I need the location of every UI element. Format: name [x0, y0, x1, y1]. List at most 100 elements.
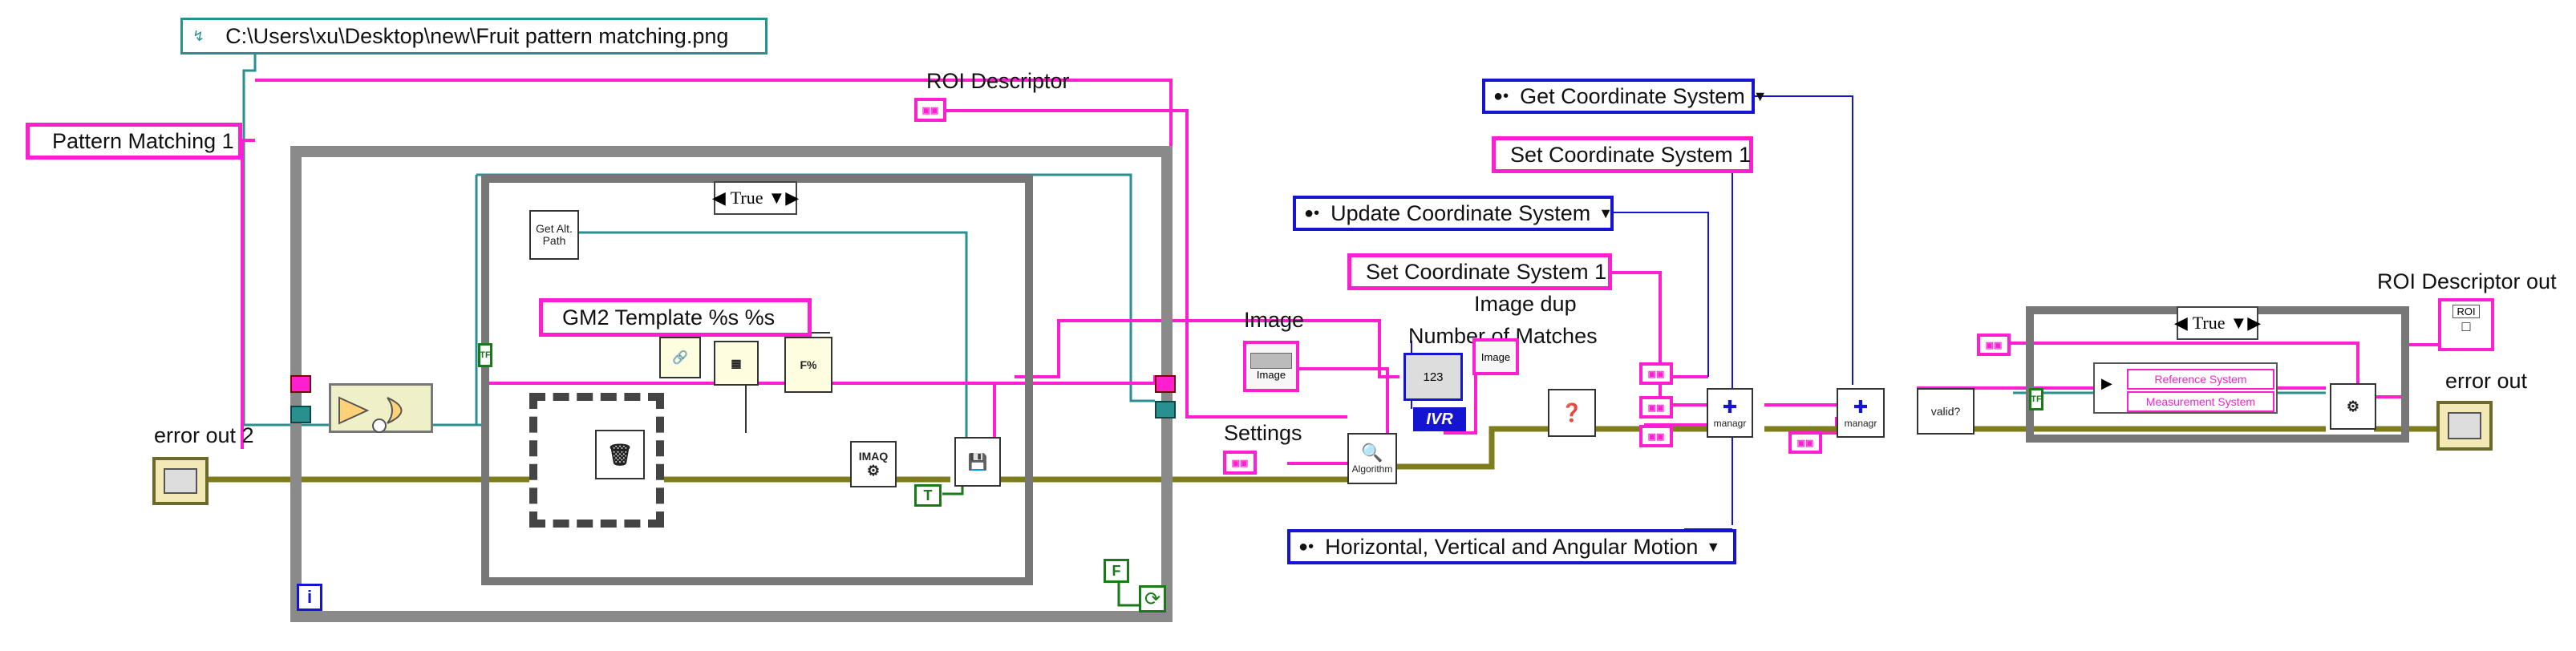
shift-register-mid[interactable]	[290, 406, 311, 423]
selector-dropdown-icon: ▼▶	[768, 188, 800, 208]
arrow-icon: ▶	[2101, 375, 2112, 391]
get-alt-path-vi[interactable]: Get Alt. Path	[529, 210, 579, 260]
selector-value: True	[2192, 313, 2226, 333]
true-constant[interactable]: T	[914, 484, 942, 507]
managr-vi-1[interactable]: ✚ managr	[1707, 388, 1753, 438]
image-control-text: Image	[1256, 368, 1286, 381]
cluster-wire	[1604, 271, 1708, 406]
case-structure-left[interactable]	[481, 175, 1033, 585]
bool-indicator-small: TF	[478, 343, 492, 367]
wizard-vi[interactable]: ❓	[1548, 389, 1596, 437]
loop-index-terminal: i	[297, 584, 322, 611]
cluster-wire	[1015, 319, 1187, 378]
path-wire	[242, 46, 257, 425]
loop-condition-icon: ⟳	[1139, 585, 1166, 613]
case-selector-right[interactable]: ◀ True ▼▶	[2173, 306, 2261, 340]
dropdown-icon: ▼	[1752, 87, 1768, 104]
cluster-wire	[1171, 319, 1399, 378]
imaq-icon: ⚙	[866, 462, 881, 479]
axes-icon: ✚	[1853, 397, 1869, 417]
pattern-matching-text: Pattern Matching 1	[52, 128, 234, 153]
selector-prev-icon: ◀	[711, 188, 726, 208]
managr-2-text: managr	[1844, 418, 1877, 429]
bool-indicator-right: TF	[2029, 388, 2043, 410]
format-string-icon[interactable]: F%	[784, 337, 832, 393]
bundle-by-name-node[interactable]: ▶ Reference System Measurement System	[2093, 362, 2278, 414]
settings-label: Settings	[1224, 421, 1302, 445]
error-out-label: error out	[2445, 369, 2528, 393]
settings-constant[interactable]: ▣▣	[1223, 451, 1257, 475]
cluster-wire	[1287, 367, 1389, 433]
roi-descriptor-label: ROI Descriptor	[926, 69, 1070, 93]
ivr-node[interactable]: IVR	[1413, 407, 1466, 431]
delete-file-icon[interactable]: 🗑	[595, 430, 645, 479]
pattern-matching-constant[interactable]: Pattern Matching 1	[26, 123, 242, 160]
selector-dropdown-icon: ▼▶	[2230, 313, 2262, 333]
image-control[interactable]: Image	[1243, 341, 1299, 392]
imaq-save-vi[interactable]: 💾	[954, 437, 1001, 487]
algorithm-vi[interactable]: 🔍 Algorithm	[1347, 433, 1397, 484]
cluster-constant-c[interactable]: ▣▣	[1639, 425, 1673, 447]
set-coordinate-system-top-text: Set Coordinate System 1	[1510, 142, 1752, 167]
enum-wire	[1608, 212, 1709, 377]
cluster-constant-d[interactable]: ▣▣	[1788, 431, 1822, 454]
set-coordinate-system-mid-constant[interactable]: Set Coordinate System 1	[1347, 253, 1612, 290]
reference-system-field[interactable]: Reference System	[2127, 369, 2274, 390]
shift-register-out-mid[interactable]	[1155, 401, 1176, 418]
path-wire	[561, 231, 968, 449]
cluster-wire	[2037, 342, 2359, 385]
valid-vi[interactable]: valid?	[1917, 388, 1975, 435]
algorithm-text: Algorithm	[1351, 463, 1393, 475]
image-label: Image	[1244, 308, 1305, 332]
error-cluster-graphic	[2448, 412, 2481, 439]
imaq-text: IMAQ	[858, 449, 889, 463]
imaq-write-vi[interactable]: IMAQ ⚙	[850, 441, 897, 487]
measurement-system-field[interactable]: Measurement System	[2127, 391, 2274, 412]
roi-descriptor-constant[interactable]: ▣▣	[914, 98, 946, 122]
cluster-constant-e[interactable]: ▣▣	[1977, 334, 2011, 356]
path-icon: ↯	[192, 27, 205, 44]
cluster-wire	[946, 109, 1347, 418]
build-array-icon[interactable]: ▦	[714, 341, 759, 386]
roi-descriptor-out-indicator: ROI □	[2438, 298, 2494, 351]
shift-register-top[interactable]	[290, 375, 311, 393]
cluster-constant-b[interactable]: ▣▣	[1639, 396, 1673, 418]
managr-1-text: managr	[1713, 418, 1747, 429]
compare-gate-icon	[338, 396, 403, 433]
set-coordinate-system-top-constant[interactable]: Set Coordinate System 1	[1492, 136, 1753, 173]
roi-descriptor-out-label: ROI Descriptor out	[2377, 269, 2557, 293]
error-out-indicator	[2436, 401, 2493, 451]
file-path-constant[interactable]: ↯ C:\Users\xu\Desktop\new\Fruit pattern …	[180, 18, 768, 55]
selector-prev-icon: ◀	[2173, 313, 2188, 333]
strip-path-icon[interactable]: 🔗	[659, 337, 701, 378]
axes-icon: ✚	[1722, 397, 1738, 417]
image-dup-control[interactable]: Image	[1472, 338, 1519, 375]
managr-vi-2[interactable]: ✚ managr	[1837, 388, 1885, 438]
get-alt-path-text: Get Alt. Path	[536, 221, 573, 247]
set-roi-vi[interactable]: ⚙	[2330, 383, 2376, 430]
roi-out-text: ROI	[2452, 305, 2480, 318]
compare-node[interactable]	[329, 383, 433, 433]
set-coordinate-system-mid-text: Set Coordinate System 1	[1366, 259, 1607, 284]
error-out-2-label: error out 2	[154, 423, 254, 447]
update-coordinate-system-text: Update Coordinate System	[1331, 200, 1591, 225]
selector-value: True	[730, 188, 763, 208]
error-out-2-indicator	[152, 457, 209, 505]
cluster-constant-a[interactable]: ▣▣	[1639, 362, 1673, 385]
motion-type-text: Horizontal, Vertical and Angular Motion	[1325, 534, 1699, 559]
dropdown-icon: ▼	[1706, 538, 1721, 555]
roi-frame-icon: □	[2461, 318, 2471, 334]
update-coordinate-system-enum[interactable]: ●• Update Coordinate System ▼	[1293, 196, 1614, 231]
valid-text: valid?	[1930, 405, 1961, 418]
magnifier-icon: 🔍	[1361, 443, 1383, 463]
shift-register-out-top[interactable]	[1155, 375, 1176, 393]
image-dup-text: Image	[1480, 350, 1511, 363]
case-selector-left[interactable]: ◀ True ▼▶	[711, 181, 800, 215]
get-coordinate-system-enum[interactable]: ●• Get Coordinate System ▼	[1482, 79, 1768, 114]
motion-type-enum[interactable]: ●• Horizontal, Vertical and Angular Moti…	[1287, 529, 1736, 564]
template-format-constant[interactable]: GM2 Template %s %s	[539, 298, 812, 337]
ring-icon: ●•	[1493, 87, 1509, 105]
get-coordinate-system-text: Get Coordinate System	[1520, 83, 1745, 108]
false-constant[interactable]: F	[1104, 559, 1129, 583]
